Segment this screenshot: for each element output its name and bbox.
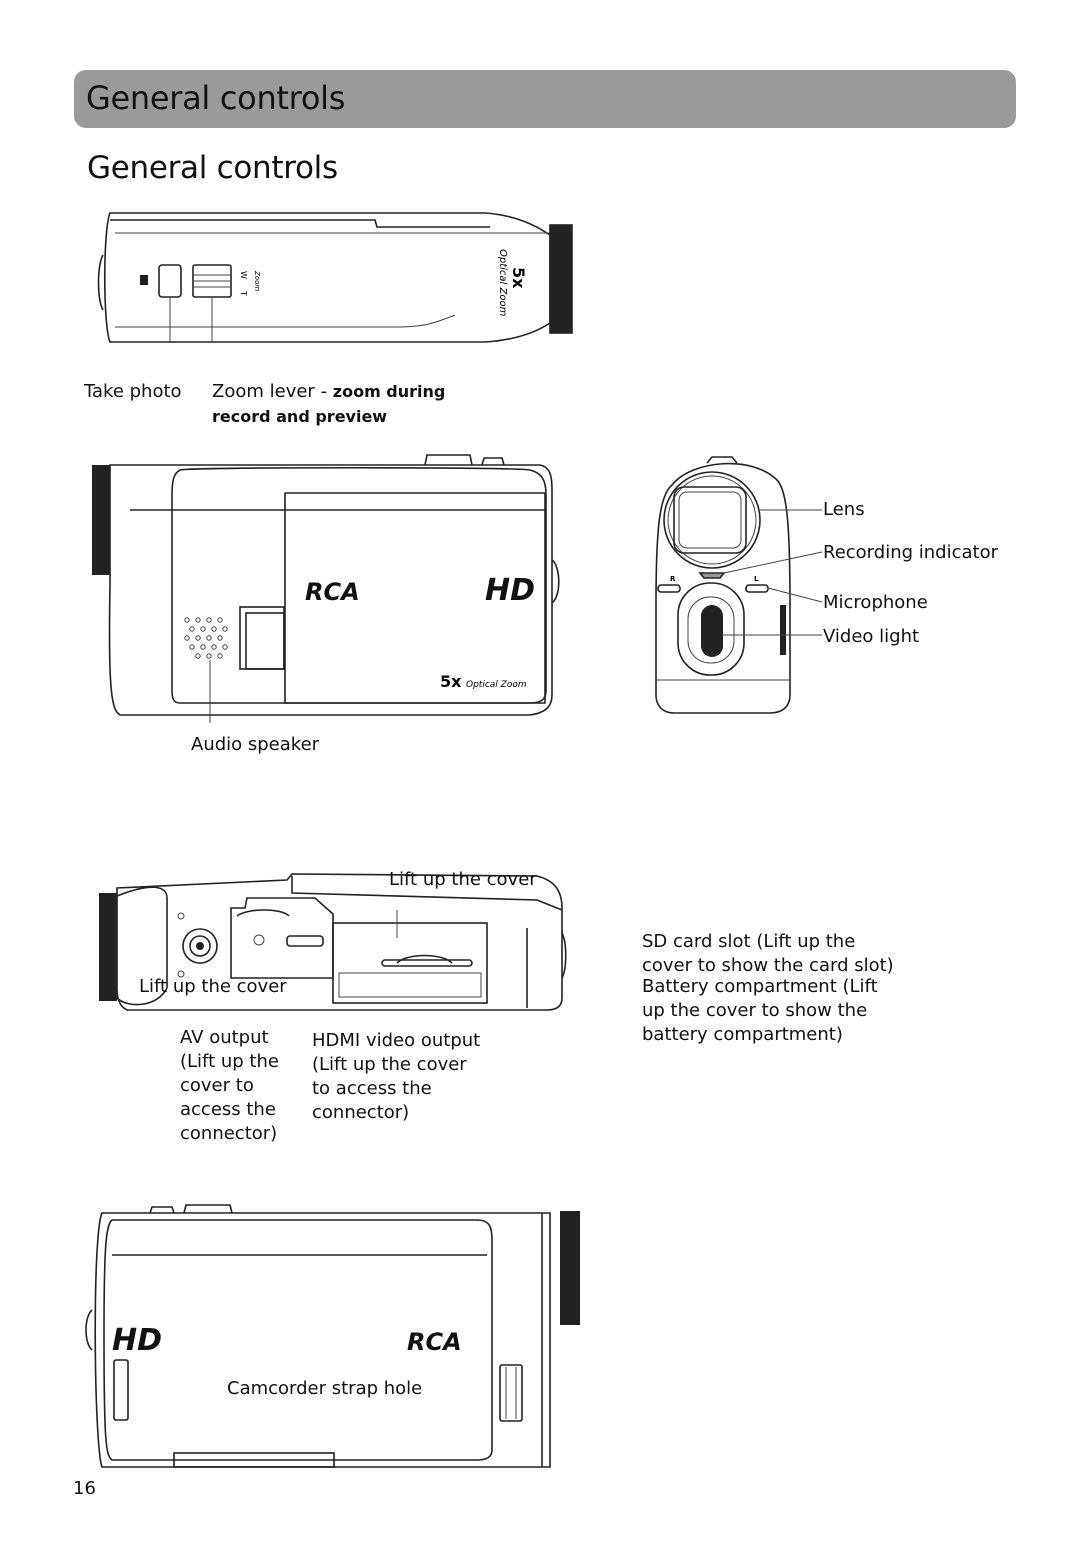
microphone-label: Microphone [823, 592, 928, 613]
header-title: General controls [86, 79, 346, 117]
strap-hole-left [113, 1359, 129, 1421]
optical-zoom-big: 5x [440, 672, 462, 691]
section-title: General controls [87, 150, 338, 186]
optical-zoom-small: Optical Zoom [466, 680, 527, 690]
strap-hole-right [499, 1364, 523, 1422]
zoom-word-text: Zoom [253, 270, 261, 291]
zoom-w-text: W [239, 271, 248, 279]
camcorder-front-view: R L [655, 456, 823, 714]
video-light-label: Video light [823, 626, 920, 647]
hdmi-label: HDMI video output (Lift up the cover to … [312, 1030, 481, 1123]
zoom-lever-bold-1: zoom during [332, 382, 446, 401]
sd-card-slot [381, 959, 473, 967]
lift-cover-top-label: Lift up the cover [389, 869, 537, 890]
hd-logo: HD [112, 1323, 162, 1358]
brand-logo: RCA [407, 1328, 462, 1356]
mic-r-text: R [670, 575, 676, 583]
av-output-port [182, 928, 218, 964]
optical-big-text: 5x [509, 267, 528, 289]
recording-indicator [698, 572, 726, 579]
recording-indicator-label: Recording indicator [823, 542, 998, 563]
zoom-lever-label: Zoom lever - zoom during [212, 380, 445, 404]
lens-ring [92, 465, 110, 575]
microphone-left [657, 584, 681, 593]
lens-ring [99, 893, 117, 1001]
camcorder-bottom-view [99, 873, 567, 1011]
zoom-t-text: T [239, 290, 248, 296]
camcorder-top-view: W T Zoom 5x Optical Zoom [97, 212, 573, 343]
take-photo-label: Take photo [84, 381, 182, 402]
camcorder-side-view: RCA HD 5x Optical Zoom [92, 454, 560, 723]
optical-small-text: Optical Zoom [497, 249, 508, 317]
battery-label: Battery compartment (Lift up the cover t… [642, 976, 878, 1045]
strap-hole-label: Camcorder strap hole [227, 1378, 423, 1399]
hd-logo: HD [485, 573, 535, 608]
mic-l-text: L [754, 575, 759, 583]
header-bar [74, 70, 1016, 128]
battery-compartment [332, 922, 488, 1004]
zoom-lever-prefix: Zoom lever - [212, 381, 333, 402]
video-light [701, 605, 723, 657]
page-number: 16 [73, 1478, 96, 1499]
lens-label: Lens [823, 499, 865, 520]
audio-speaker-grill [184, 617, 228, 659]
hdmi-output-port [286, 935, 324, 947]
zoom-lever-bold-2: record and preview [212, 407, 388, 426]
sd-card-slot-label: SD card slot (Lift up the cover to show … [642, 931, 894, 976]
audio-speaker-label: Audio speaker [191, 734, 320, 755]
zoom-lever-label-2: record and preview [212, 405, 387, 429]
lift-cover-left-label: Lift up the cover [139, 976, 287, 997]
lens-ring [560, 1211, 580, 1325]
camcorder-back-view: HD RCA [85, 1204, 580, 1468]
lens [663, 471, 761, 569]
lens-ring [549, 224, 573, 334]
microphone-right [745, 584, 769, 593]
brand-logo: RCA [305, 578, 360, 606]
take-photo-button[interactable] [158, 264, 182, 298]
av-output-label: AV output (Lift up the cover to access t… [180, 1027, 279, 1144]
